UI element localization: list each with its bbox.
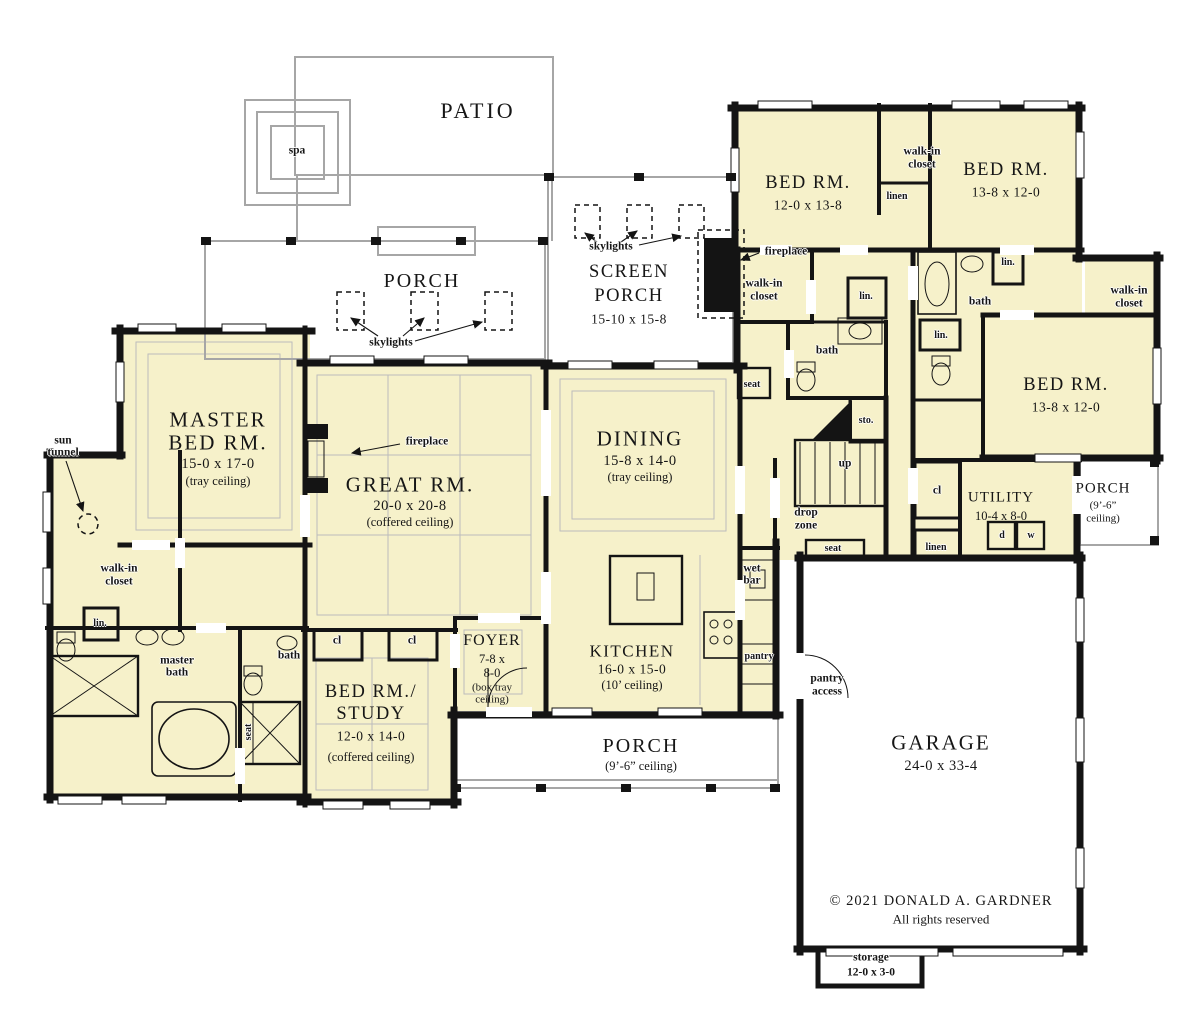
back-porch-label: PORCH: [383, 270, 461, 292]
right-wic-label-2: closet: [1115, 297, 1143, 310]
kitchen-dims: 16-0 x 15-0: [597, 661, 667, 677]
garage-name: GARAGE: [891, 730, 991, 755]
pantry-access-label-2: access: [811, 685, 843, 698]
master-bedroom-dims: 15-0 x 17-0: [181, 455, 255, 472]
great-room-ceiling: (coffered ceiling): [366, 514, 454, 529]
right-bath-label: bath: [968, 295, 992, 308]
wet-bar-label-1: wet: [743, 562, 761, 575]
foyer-name: FOYER: [463, 632, 521, 649]
patio-label: PATIO: [440, 98, 516, 123]
windows: [42, 100, 1162, 957]
master-bedroom-name-2: BED RM.: [168, 430, 268, 455]
storage-dims: 12-0 x 3-0: [847, 966, 895, 979]
bed2-dims: 12-0 x 13-8: [773, 197, 843, 213]
right-linen-mid-label: lin.: [934, 330, 948, 341]
screen-porch-name-1: SCREEN: [589, 261, 669, 282]
study-ceiling: (coffered ceiling): [327, 749, 415, 764]
study-dims: 12-0 x 14-0: [336, 728, 406, 744]
master-closet-label-1: walk-in: [100, 562, 138, 575]
drop-zone-label-1: drop: [794, 506, 818, 519]
storage-name: storage: [853, 951, 889, 964]
screen-porch-name-2: PORCH: [594, 285, 664, 306]
garage-dims: 24-0 x 33-4: [904, 757, 978, 774]
rights-line: All rights reserved: [892, 911, 990, 927]
stairs-up-label: up: [838, 457, 852, 470]
master-bedroom-ceiling: (tray ceiling): [185, 473, 251, 488]
utility-name: UTILITY: [967, 489, 1035, 506]
side-porch-ceiling-2: ceiling): [1086, 512, 1120, 525]
washer-label: w: [1027, 530, 1035, 541]
hall-linen-label: lin.: [859, 291, 873, 302]
storage-nook-label: sto.: [858, 415, 874, 426]
right-wic-label-1: walk-in: [1110, 284, 1148, 297]
utility-linen-label: linen: [925, 542, 947, 553]
bed4-dims: 13-8 x 12-0: [1031, 399, 1101, 415]
dining-name: DINING: [596, 426, 684, 451]
master-bath-seat-label: seat: [243, 723, 254, 741]
study-name-2: STUDY: [336, 703, 406, 724]
hall-wic-label-2: closet: [750, 290, 778, 303]
annotation-arrows: [65, 230, 760, 513]
screen-porch-fireplace-label: fireplace: [764, 245, 808, 258]
skylights-back-porch-label: skylights: [369, 336, 413, 349]
dining-ceiling: (tray ceiling): [607, 469, 673, 484]
great-room-name: GREAT RM.: [345, 472, 475, 497]
hall-wic-label-1: walk-in: [745, 277, 783, 290]
bed4-name: BED RM.: [1023, 374, 1109, 395]
black-details: [201, 173, 1159, 792]
master-bedroom-name-1: MASTER: [169, 407, 267, 432]
study-bath-label: bath: [277, 649, 301, 662]
side-porch-name: PORCH: [1075, 480, 1131, 497]
bed3-dims: 13-8 x 12-0: [971, 184, 1041, 200]
pantry-label: pantry: [744, 651, 774, 662]
kitchen-ceiling: (10’ ceiling): [601, 677, 663, 692]
right-linen-top-label: lin.: [1001, 257, 1015, 268]
dashed-details: [77, 204, 745, 535]
bed2-name: BED RM.: [765, 172, 851, 193]
master-bath-label-2: bath: [165, 666, 189, 679]
dryer-label: d: [999, 530, 1005, 541]
top-wic-label-2: closet: [908, 158, 936, 171]
dining-dims: 15-8 x 14-0: [603, 452, 677, 469]
ceiling-lines: [135, 341, 727, 791]
foyer-dims-2: 8-0: [483, 665, 501, 680]
kitchen-name: KITCHEN: [589, 641, 675, 661]
great-room-fireplace-label: fireplace: [405, 435, 449, 448]
wet-bar-label-2: bar: [743, 574, 761, 587]
utility-dims: 10-4 x 8-0: [974, 508, 1028, 523]
sun-tunnel-label-1: sun: [54, 434, 72, 447]
bed3-name: BED RM.: [963, 159, 1049, 180]
study-closet-right-label: cl: [407, 634, 417, 647]
front-porch-name: PORCH: [602, 735, 680, 757]
study-name-1: BED RM./: [324, 681, 418, 702]
master-linen-label: lin.: [93, 618, 107, 629]
sun-tunnel-label-2: tunnel: [47, 446, 79, 459]
spa-label: spa: [288, 144, 306, 157]
study-closet-left-label: cl: [332, 634, 342, 647]
pantry-access-label-1: pantry: [810, 672, 844, 685]
door-gaps: [132, 245, 1082, 784]
top-wic-label-1: walk-in: [903, 145, 941, 158]
copyright-line: © 2021 DONALD A. GARDNER: [829, 892, 1053, 909]
skylights-screen-porch-label: skylights: [589, 240, 633, 253]
foyer-ceiling-2: ceiling): [475, 693, 509, 706]
drop-zone-seat-label: seat: [824, 543, 842, 554]
top-linen-label: linen: [886, 191, 908, 202]
foyer-ceiling-1: (box tray: [471, 681, 513, 694]
drop-zone-label-2: zone: [794, 519, 818, 532]
screen-porch-dims: 15-10 x 15-8: [591, 311, 667, 327]
great-room-dims: 20-0 x 20-8: [373, 497, 447, 514]
hall-bath-label: bath: [815, 344, 839, 357]
hall-seat-label: seat: [743, 379, 761, 390]
utility-closet-label: cl: [932, 484, 942, 497]
side-porch-ceiling-1: (9’-6”: [1089, 499, 1117, 512]
front-porch-ceiling: (9’-6” ceiling): [605, 758, 677, 773]
foyer-dims-1: 7-8 x: [478, 651, 506, 666]
master-bath-label-1: master: [160, 654, 194, 667]
master-closet-label-2: closet: [105, 575, 133, 588]
